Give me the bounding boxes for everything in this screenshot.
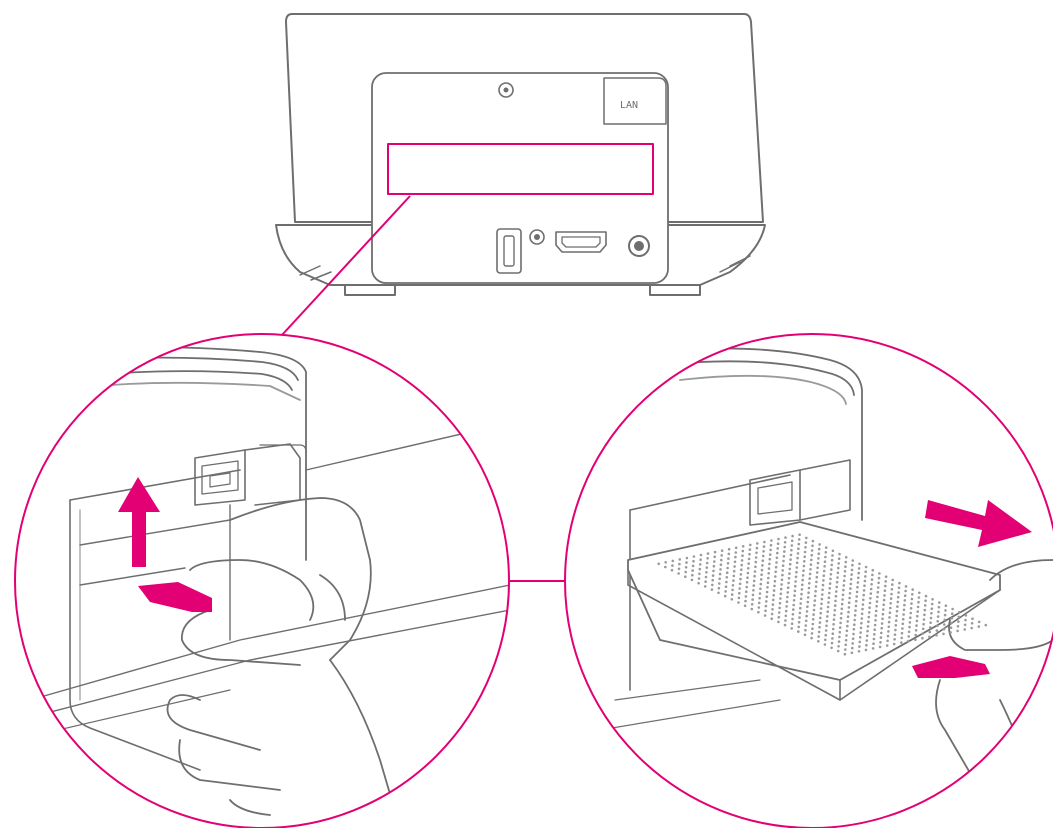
device-foot (650, 285, 700, 295)
step-2-detail-view (565, 334, 1053, 828)
lan-port-label: LAN (620, 100, 638, 111)
step-1-detail-view (0, 334, 510, 828)
device-rear-view (276, 14, 765, 295)
device-foot (345, 285, 395, 295)
